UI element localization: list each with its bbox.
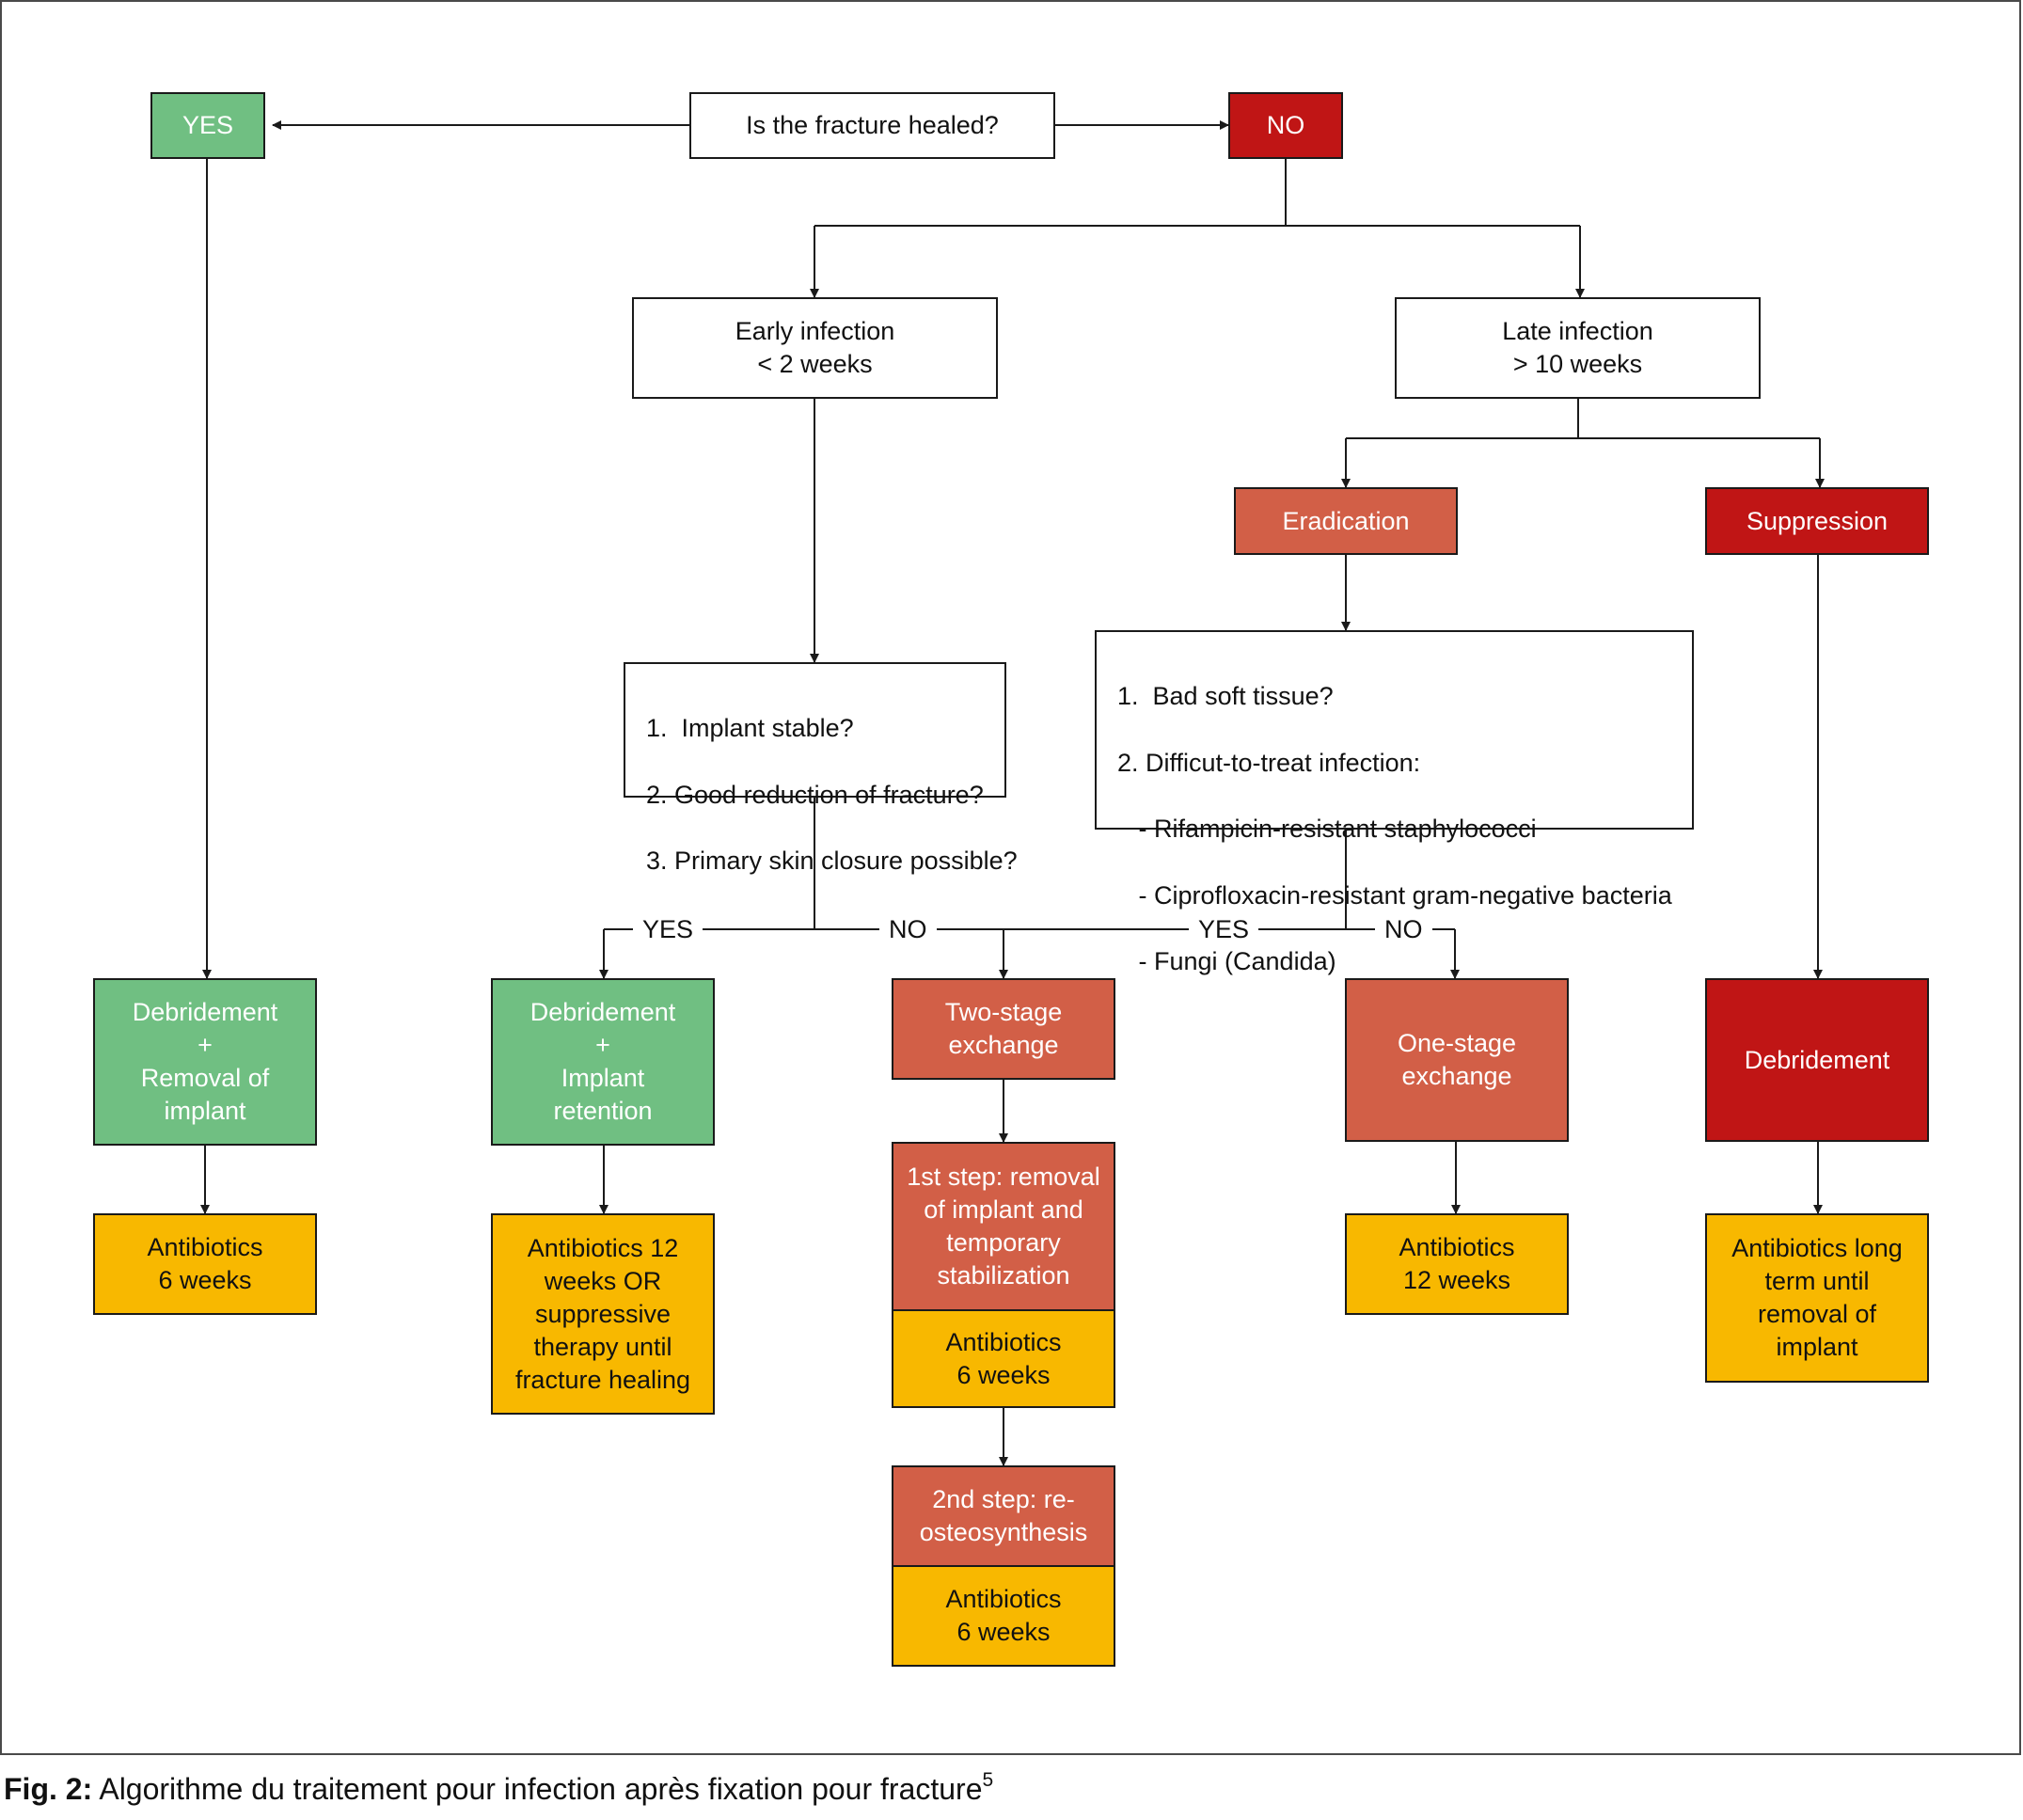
antibiotics-6-weeks-step1: Antibiotics 6 weeks [892,1309,1115,1408]
one-stage-exchange-node: One-stage exchange [1345,978,1569,1142]
answer-no-node: NO [1228,92,1343,159]
suppression-node: Suppression [1705,487,1929,555]
antibiotics-6-weeks-step2: Antibiotics 6 weeks [892,1565,1115,1667]
late-criterion-2b: - Ciprofloxacin-resistant gram-negative … [1117,880,1672,910]
antibiotics-12-weeks-node: Antibiotics 12 weeks [1345,1213,1569,1315]
antibiotics-12-weeks-or-node: Antibiotics 12 weeks OR suppressive ther… [491,1213,715,1415]
early-criterion-2: 2. Good reduction of fracture? [646,780,984,809]
edge-label-late-no: NO [1375,913,1432,945]
figure-caption: Fig. 2: Algorithme du traitement pour in… [4,1769,994,1807]
antibiotics-6-weeks-node: Antibiotics 6 weeks [93,1213,317,1315]
early-criteria-node: 1. Implant stable? 2. Good reduction of … [624,662,1018,875]
edge-label-early-yes: YES [633,913,703,945]
late-criterion-1: 1. Bad soft tissue? [1117,682,1334,710]
late-criterion-2c: - Fungi (Candida) [1117,947,1336,975]
early-infection-node: Early infection < 2 weeks [632,297,998,399]
caption-label: Fig. 2: [4,1772,93,1806]
answer-yes-node: YES [150,92,265,159]
eradication-node: Eradication [1234,487,1458,555]
caption-reference: 5 [982,1769,994,1791]
question-fracture-healed: Is the fracture healed? [689,92,1055,159]
figure-frame [0,0,2021,1755]
step2-reosteosynthesis-node: 2nd step: re- osteosynthesis [892,1465,1115,1567]
connector-late-split [1346,399,1820,439]
early-criterion-3: 3. Primary skin closure possible? [646,847,1018,875]
debridement-retention-node: Debridement + Implant retention [491,978,715,1146]
edge-label-late-yes: YES [1189,913,1259,945]
step1-removal-node: 1st step: removal of implant and tempora… [892,1142,1115,1311]
caption-text: Algorithme du traitement pour infection … [92,1772,983,1806]
debridement-removal-node: Debridement + Removal of implant [93,978,317,1146]
early-criterion-1: 1. Implant stable? [646,714,854,742]
late-criterion-2: 2. Difficut-to-treat infection: [1117,748,1421,777]
debridement-node: Debridement [1705,978,1929,1142]
late-infection-node: Late infection > 10 weeks [1395,297,1761,399]
antibiotics-long-term-node: Antibiotics long term until removal of i… [1705,1213,1929,1383]
two-stage-exchange-node: Two-stage exchange [892,978,1115,1080]
connector-no-split [814,151,1580,227]
flowchart-connectors [200,120,1825,1466]
late-criteria-node: 1. Bad soft tissue? 2. Difficut-to-treat… [1095,630,1694,975]
edge-label-early-no: NO [879,913,937,945]
late-criterion-2a: - Rifampicin-resistant staphylococci [1117,815,1537,843]
